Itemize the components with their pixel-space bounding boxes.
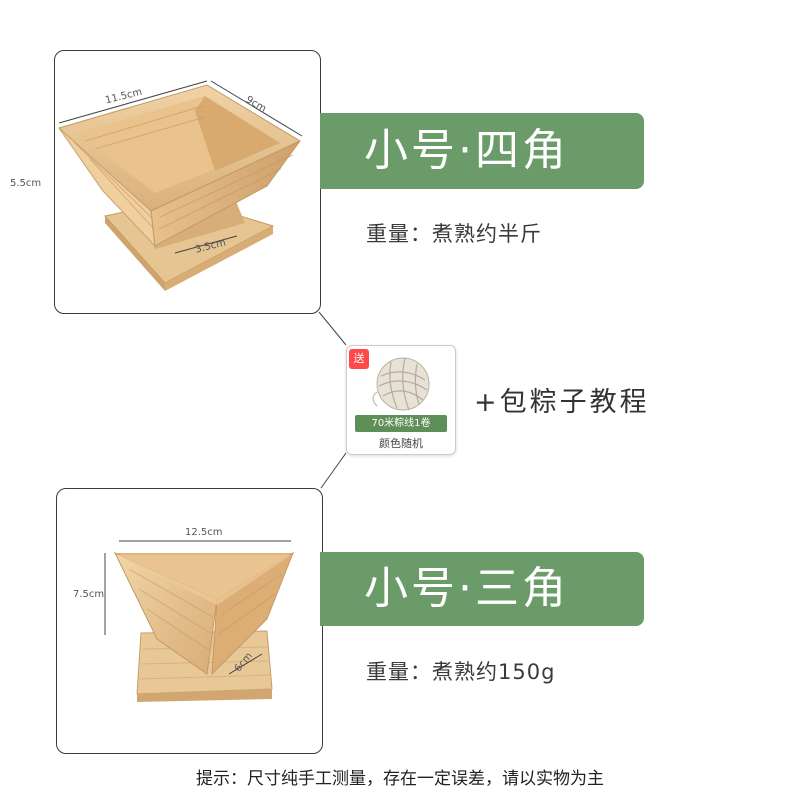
tutorial-bonus-text: +包粽子教程: [474, 387, 650, 418]
footer-disclaimer: 提示：尺寸纯手工测量，存在一定误差，请以实物为主: [196, 769, 604, 789]
tri-height-dim: 7.5cm: [73, 589, 105, 600]
gift-badge: 送: [349, 349, 369, 369]
gift-color-note: 颜色随机: [379, 437, 423, 450]
gift-card: 送 70米粽线1卷 颜色随机: [346, 345, 456, 455]
triangle-mold-illustration: [104, 540, 295, 702]
square-mold-image-panel: 11.5cm 9cm 3.5cm: [54, 50, 321, 314]
gift-item-label: 70米粽线1卷: [355, 415, 447, 432]
product-title-square: 小号·四角: [320, 113, 644, 189]
weight-triangle: 重量：煮熟约150g: [366, 660, 556, 684]
weight-square: 重量：煮熟约半斤: [366, 222, 542, 246]
height-dim: 5.5cm: [10, 178, 42, 189]
square-mold-illustration: [57, 80, 303, 291]
product-title-triangle: 小号·三角: [320, 552, 644, 626]
triangle-mold-image-panel: 12.5cm 7.5cm 6cm: [56, 488, 323, 754]
tri-top-length-dim: 12.5cm: [185, 527, 223, 538]
twine-ball-icon: [372, 357, 430, 411]
